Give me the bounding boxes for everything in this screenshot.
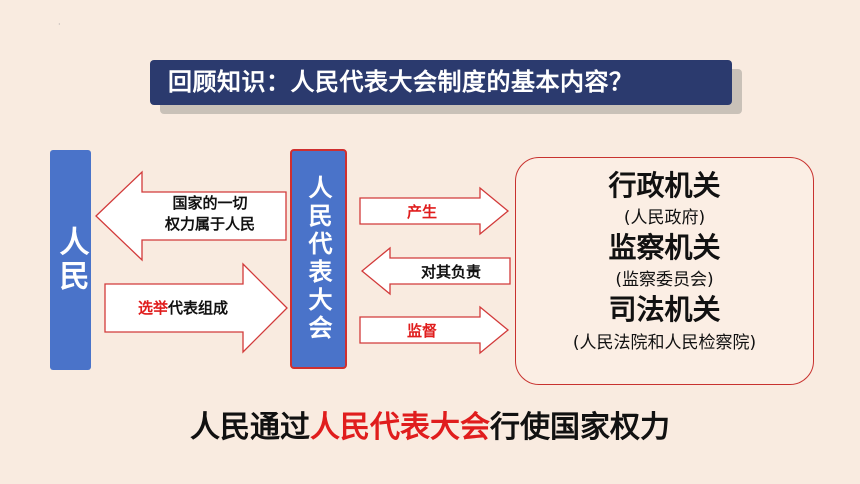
power-belongs-line1: 国家的一切 xyxy=(172,194,248,212)
organ-sub-supervisory: (监察委员会) xyxy=(615,270,714,290)
elect-rest: 代表组成 xyxy=(168,299,229,317)
power-belongs-label: 国家的一切 权力属于人民 xyxy=(140,193,280,235)
produce-label: 产生 xyxy=(406,203,437,221)
people-box: 人民 xyxy=(50,150,91,370)
bottom-prefix: 人民通过 xyxy=(190,410,310,445)
npc-box: 人民代表大会 xyxy=(290,149,347,369)
organ-name-administrative: 行政机关 xyxy=(608,169,721,202)
bottom-highlight: 人民代表大会 xyxy=(310,410,490,445)
organ-sub-judicial: (人民法院和人民检察院) xyxy=(572,333,757,353)
page-title: 回顾知识：人民代表大会制度的基本内容？ xyxy=(168,68,634,96)
power-belongs-line2: 权力属于人民 xyxy=(164,215,255,233)
supervise-label: 监督 xyxy=(406,322,437,340)
arrow-produce xyxy=(359,186,510,236)
bottom-statement: 人民通过人民代表大会行使国家权力 xyxy=(0,402,860,446)
elect-highlight: 选举 xyxy=(137,299,168,317)
arrow-elect xyxy=(104,262,288,354)
organ-sub-administrative: (人民政府) xyxy=(623,208,706,228)
bottom-suffix: 行使国家权力 xyxy=(490,410,670,445)
arrow-supervise xyxy=(359,305,510,355)
state-organs-box: 行政机关 (人民政府) 监察机关 (监察委员会) 司法机关 (人民法院和人民检察… xyxy=(515,157,814,385)
title-banner: 回顾知识：人民代表大会制度的基本内容？ xyxy=(150,60,732,105)
organ-name-supervisory: 监察机关 xyxy=(608,231,721,264)
elect-label: 选举代表组成 xyxy=(108,297,258,318)
arrow-responsible xyxy=(360,246,511,296)
organ-name-judicial: 司法机关 xyxy=(608,293,721,326)
decorative-dot: · xyxy=(58,20,61,29)
responsible-label: 对其负责 xyxy=(420,263,481,281)
arrow-power-belongs xyxy=(95,170,287,262)
